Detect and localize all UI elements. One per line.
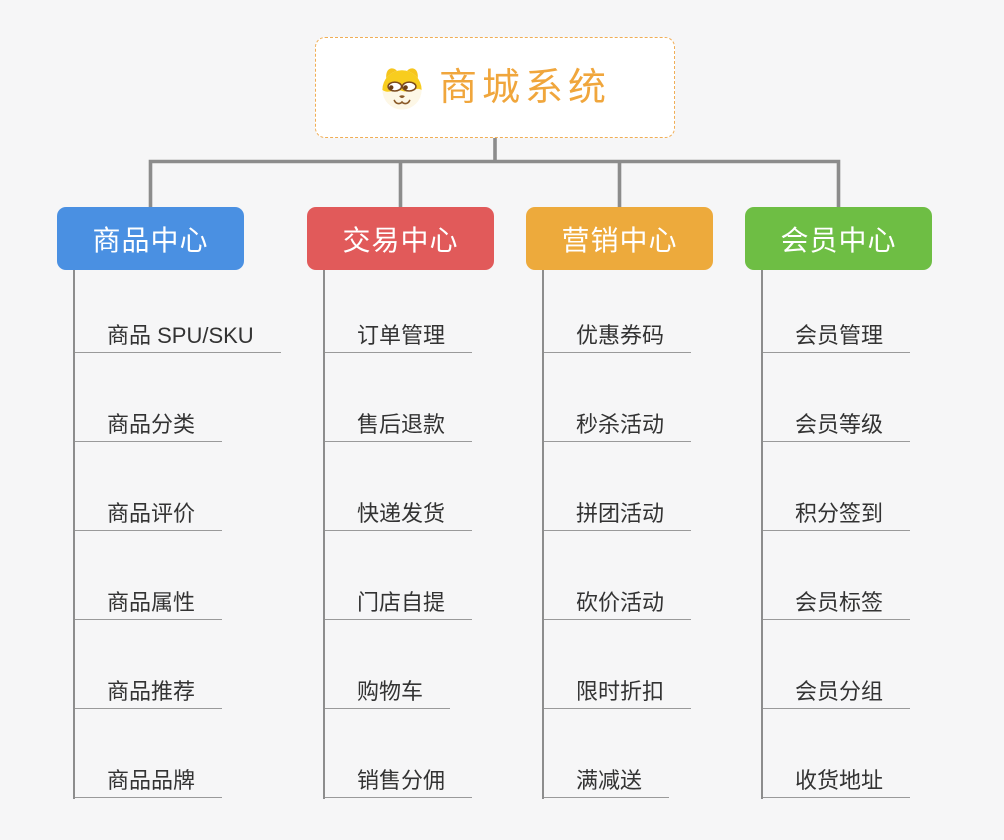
leaf-item: 会员标签 (745, 531, 995, 620)
leaf-item: 商品品牌 (57, 709, 307, 798)
leaf-item: 商品推荐 (57, 620, 307, 709)
leaf-item: 满减送 (526, 709, 776, 798)
leaf-label[interactable]: 商品品牌 (73, 768, 223, 798)
branch-column-marketing: 营销中心 优惠券码 秒杀活动 拼团活动 砍价活动 限时折扣 满减送 (526, 207, 776, 799)
leaf-label[interactable]: 会员分组 (761, 679, 911, 709)
root-node[interactable]: 商城系统 (315, 37, 675, 138)
leaf-item: 砍价活动 (526, 531, 776, 620)
dog-face-icon (382, 67, 422, 110)
leaf-item: 会员等级 (745, 353, 995, 442)
leaf-item: 会员管理 (745, 270, 995, 353)
leaf-label[interactable]: 销售分佣 (323, 768, 473, 798)
leaf-label[interactable]: 商品属性 (73, 590, 223, 620)
leaf-label[interactable]: 拼团活动 (542, 501, 692, 531)
root-title: 商城系统 (438, 66, 611, 109)
leaf-item: 购物车 (307, 620, 557, 709)
leaf-label[interactable]: 砍价活动 (542, 590, 692, 620)
branch-node-marketing-center[interactable]: 营销中心 (526, 207, 713, 270)
leaf-item: 限时折扣 (526, 620, 776, 709)
branch-node-product-center[interactable]: 商品中心 (57, 207, 244, 270)
branch-node-trade-center[interactable]: 交易中心 (307, 207, 494, 270)
leaf-item: 秒杀活动 (526, 353, 776, 442)
branch-leaves: 优惠券码 秒杀活动 拼团活动 砍价活动 限时折扣 满减送 (526, 270, 776, 799)
leaf-label[interactable]: 售后退款 (323, 412, 473, 442)
branch-node-member-center[interactable]: 会员中心 (745, 207, 932, 270)
branch-leaves: 会员管理 会员等级 积分签到 会员标签 会员分组 收货地址 (745, 270, 995, 799)
leaf-item: 销售分佣 (307, 709, 557, 798)
leaf-item: 会员分组 (745, 620, 995, 709)
leaf-item: 商品 SPU/SKU (57, 270, 307, 353)
leaf-label[interactable]: 商品评价 (73, 501, 223, 531)
leaf-label[interactable]: 优惠券码 (542, 323, 692, 353)
leaf-label[interactable]: 商品推荐 (73, 679, 223, 709)
leaf-label[interactable]: 满减送 (542, 768, 670, 798)
branch-leaves: 订单管理 售后退款 快递发货 门店自提 购物车 销售分佣 (307, 270, 557, 799)
leaf-item: 售后退款 (307, 353, 557, 442)
leaf-item: 收货地址 (745, 709, 995, 798)
leaf-label[interactable]: 门店自提 (323, 590, 473, 620)
leaf-label[interactable]: 订单管理 (323, 323, 473, 353)
branch-column-trade: 交易中心 订单管理 售后退款 快递发货 门店自提 购物车 销售分佣 (307, 207, 557, 799)
leaf-label[interactable]: 商品分类 (73, 412, 223, 442)
leaf-label[interactable]: 秒杀活动 (542, 412, 692, 442)
leaf-item: 订单管理 (307, 270, 557, 353)
leaf-label[interactable]: 收货地址 (761, 768, 911, 798)
leaf-item: 商品评价 (57, 442, 307, 531)
leaf-label[interactable]: 购物车 (323, 679, 451, 709)
leaf-label[interactable]: 会员等级 (761, 412, 911, 442)
leaf-label[interactable]: 快递发货 (323, 501, 473, 531)
branch-column-product: 商品中心 商品 SPU/SKU 商品分类 商品评价 商品属性 商品推荐 商品品牌 (57, 207, 307, 799)
branch-column-member: 会员中心 会员管理 会员等级 积分签到 会员标签 会员分组 收货地址 (745, 207, 995, 799)
branch-leaves: 商品 SPU/SKU 商品分类 商品评价 商品属性 商品推荐 商品品牌 (57, 270, 307, 799)
leaf-item: 门店自提 (307, 531, 557, 620)
leaf-label[interactable]: 会员标签 (761, 590, 911, 620)
leaf-item: 商品属性 (57, 531, 307, 620)
leaf-item: 拼团活动 (526, 442, 776, 531)
leaf-item: 商品分类 (57, 353, 307, 442)
leaf-label[interactable]: 商品 SPU/SKU (73, 323, 281, 353)
leaf-item: 快递发货 (307, 442, 557, 531)
leaf-item: 积分签到 (745, 442, 995, 531)
leaf-item: 优惠券码 (526, 270, 776, 353)
leaf-label[interactable]: 限时折扣 (542, 679, 692, 709)
connector-outer-line (148, 159, 841, 207)
leaf-label[interactable]: 积分签到 (761, 501, 911, 531)
leaf-label[interactable]: 会员管理 (761, 323, 911, 353)
